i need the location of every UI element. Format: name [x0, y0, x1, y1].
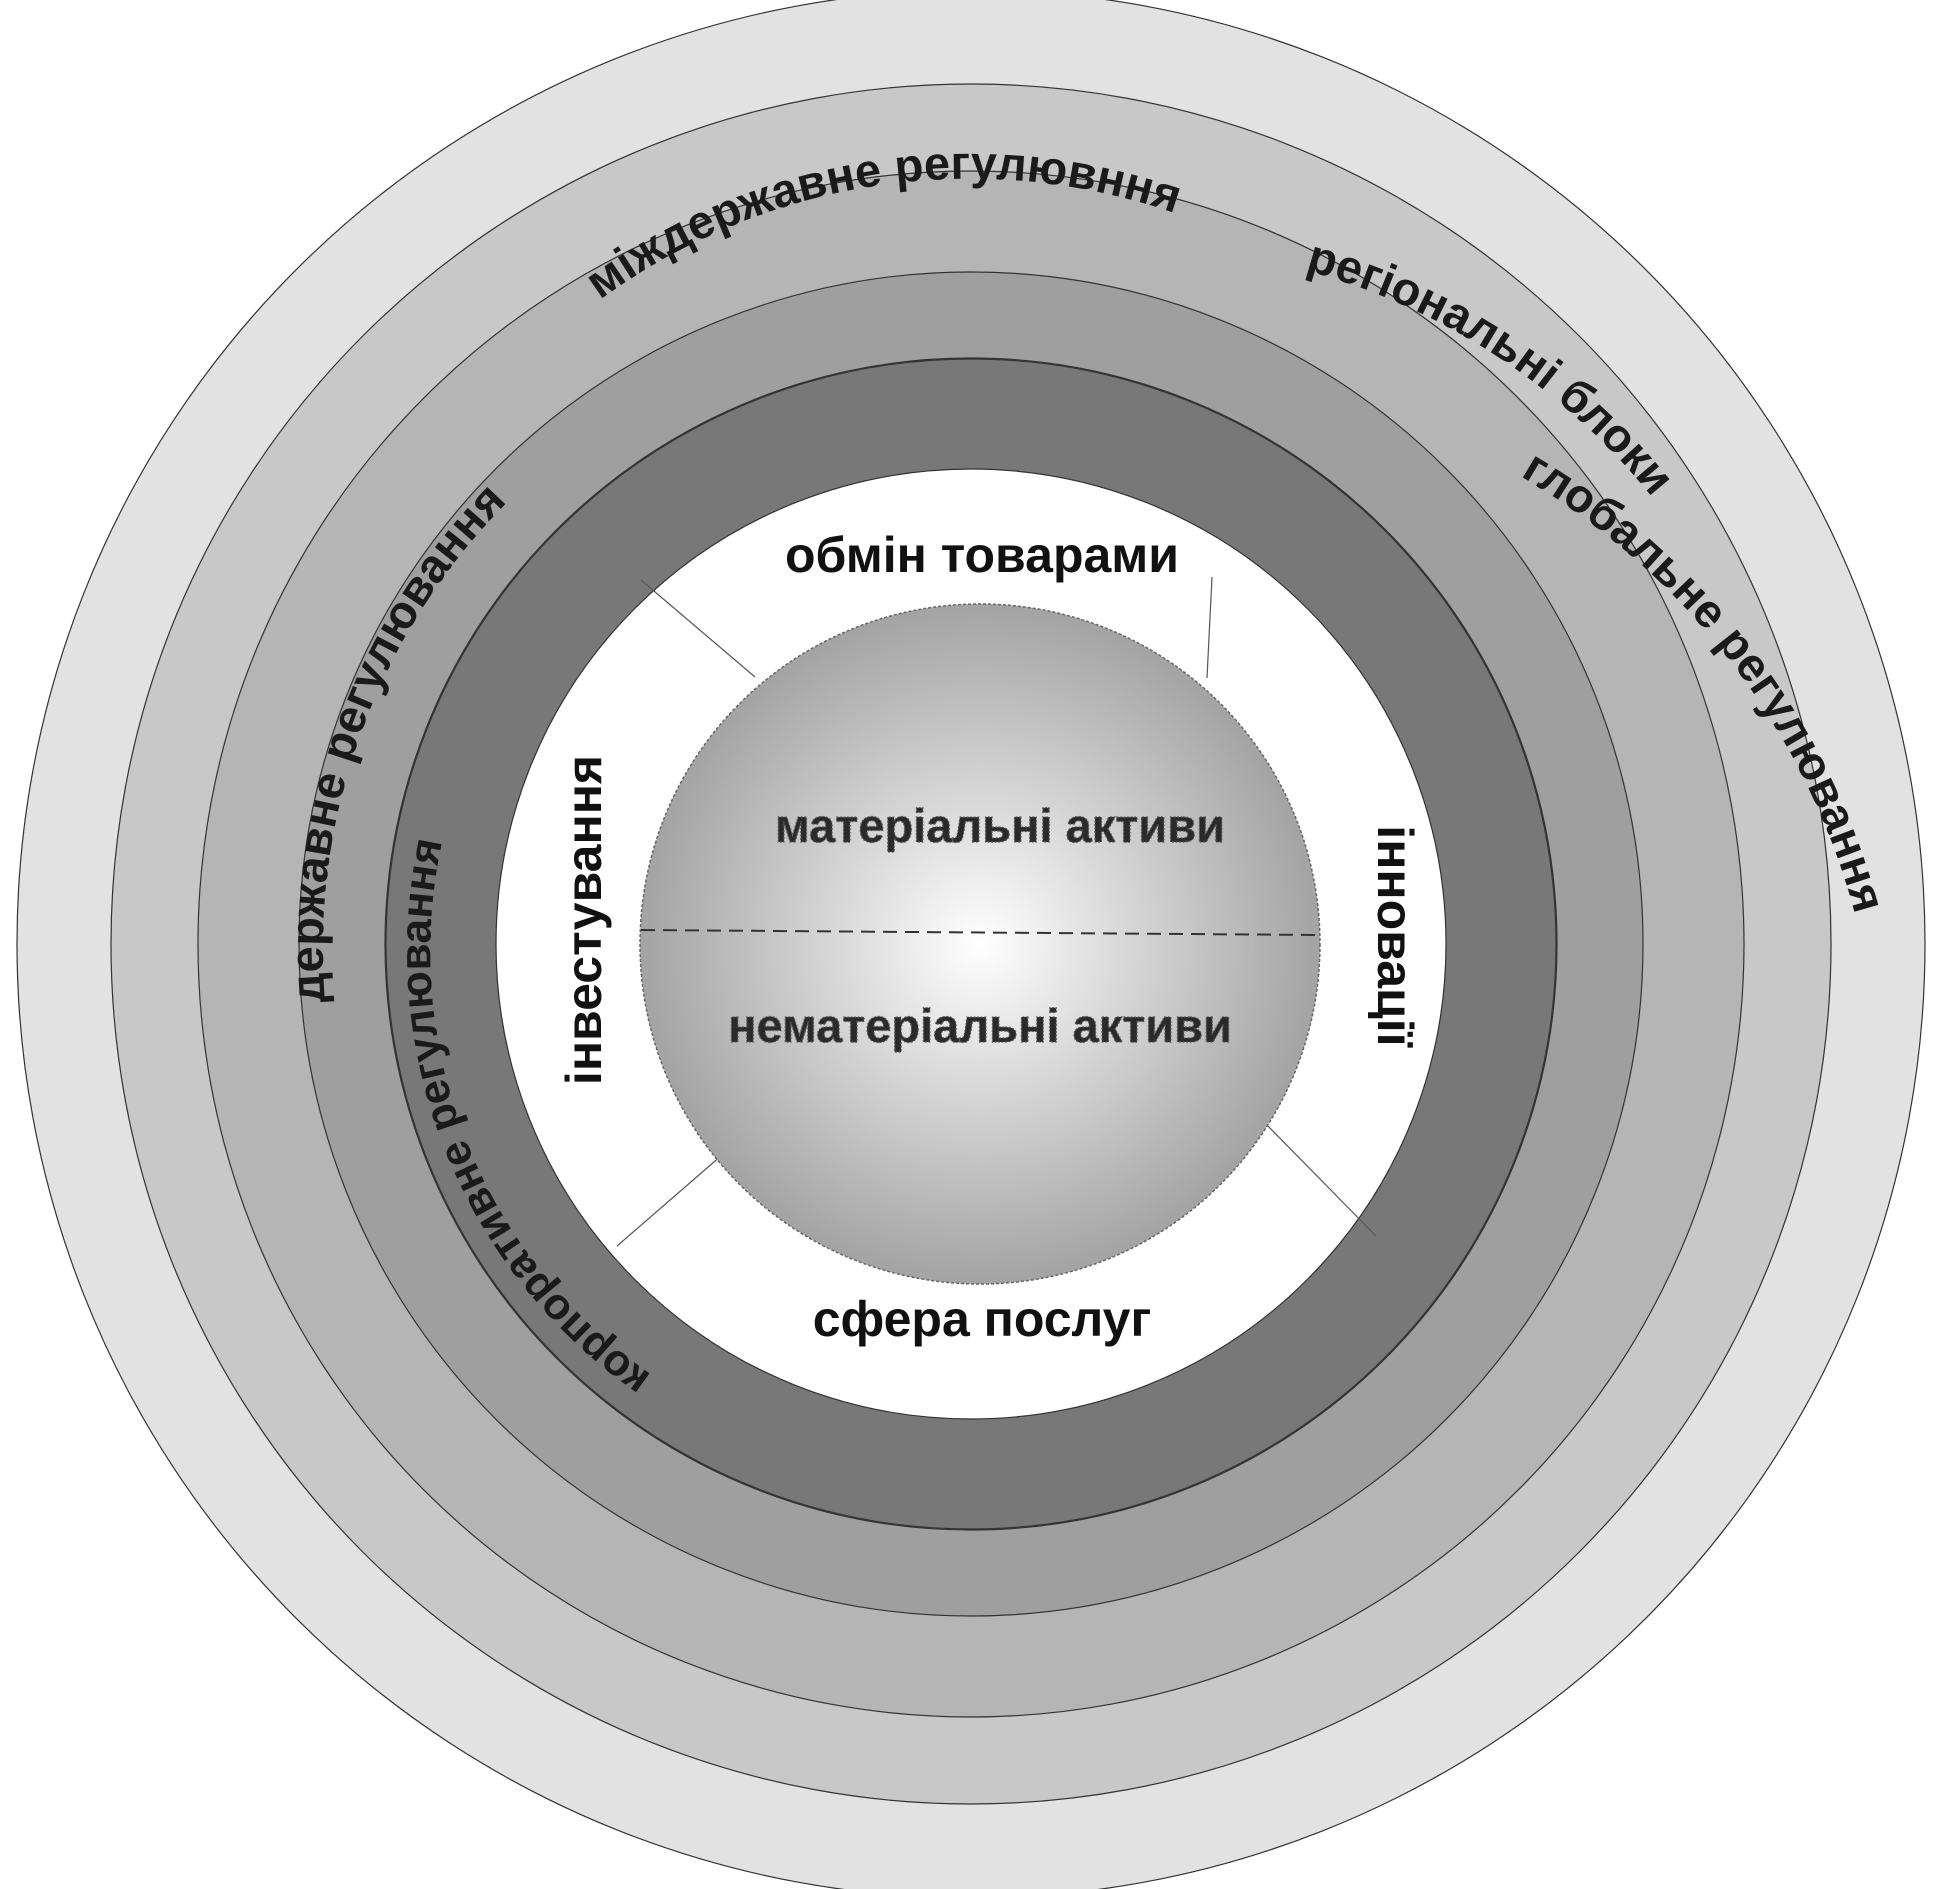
- sector-left-label: інвестування: [556, 755, 612, 1085]
- sector-top-label: обмін товарами: [785, 527, 1179, 583]
- sphere-upper-label: матеріальні активи: [775, 799, 1225, 852]
- central-sphere: [639, 603, 1321, 1285]
- sphere-divider: [640, 929, 1321, 936]
- separator-top-right: [1206, 576, 1213, 679]
- sector-right-label: інновації: [1367, 825, 1423, 1047]
- sphere-lower-label: нематеріальні активи: [728, 999, 1232, 1052]
- separator-bottom-left: [616, 1154, 723, 1247]
- separator-bottom-right: [1262, 1120, 1377, 1237]
- separator-top-left: [640, 579, 756, 678]
- sector-bottom-label: сфера послуг: [813, 1291, 1152, 1347]
